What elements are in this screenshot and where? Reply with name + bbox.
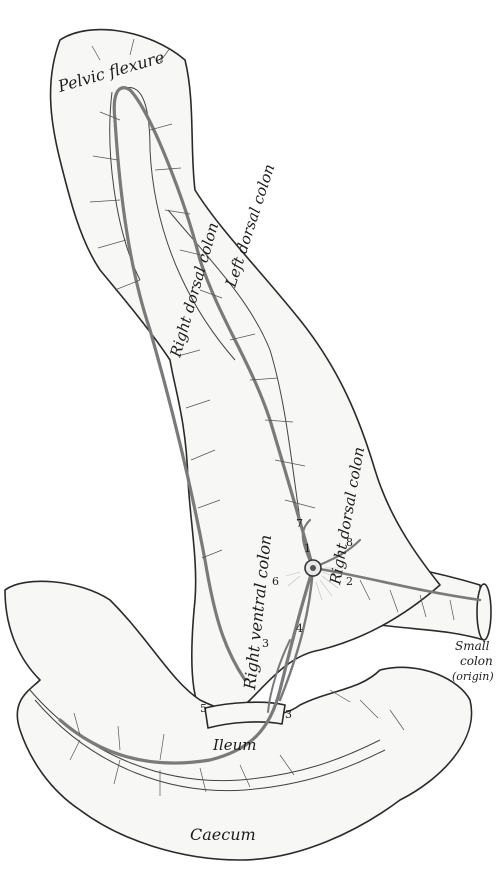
small-colon-opening [477, 584, 491, 640]
marker-4: 4 [296, 622, 303, 635]
label-colon: colon [460, 654, 493, 668]
label-origin: (origin) [452, 670, 494, 683]
marker-5: 5 [200, 702, 207, 715]
marker-1: 1 [304, 542, 311, 555]
marker-6: 6 [272, 575, 279, 588]
marker-3a: 3 [262, 637, 269, 650]
marker-3b: 3 [285, 708, 292, 721]
label-caecum: Caecum [190, 825, 256, 844]
marker-7: 7 [296, 517, 303, 530]
label-ileum: Ileum [212, 736, 256, 754]
label-small: Small [455, 639, 490, 653]
marker-8: 8 [346, 536, 353, 549]
marker-2: 2 [346, 575, 353, 588]
